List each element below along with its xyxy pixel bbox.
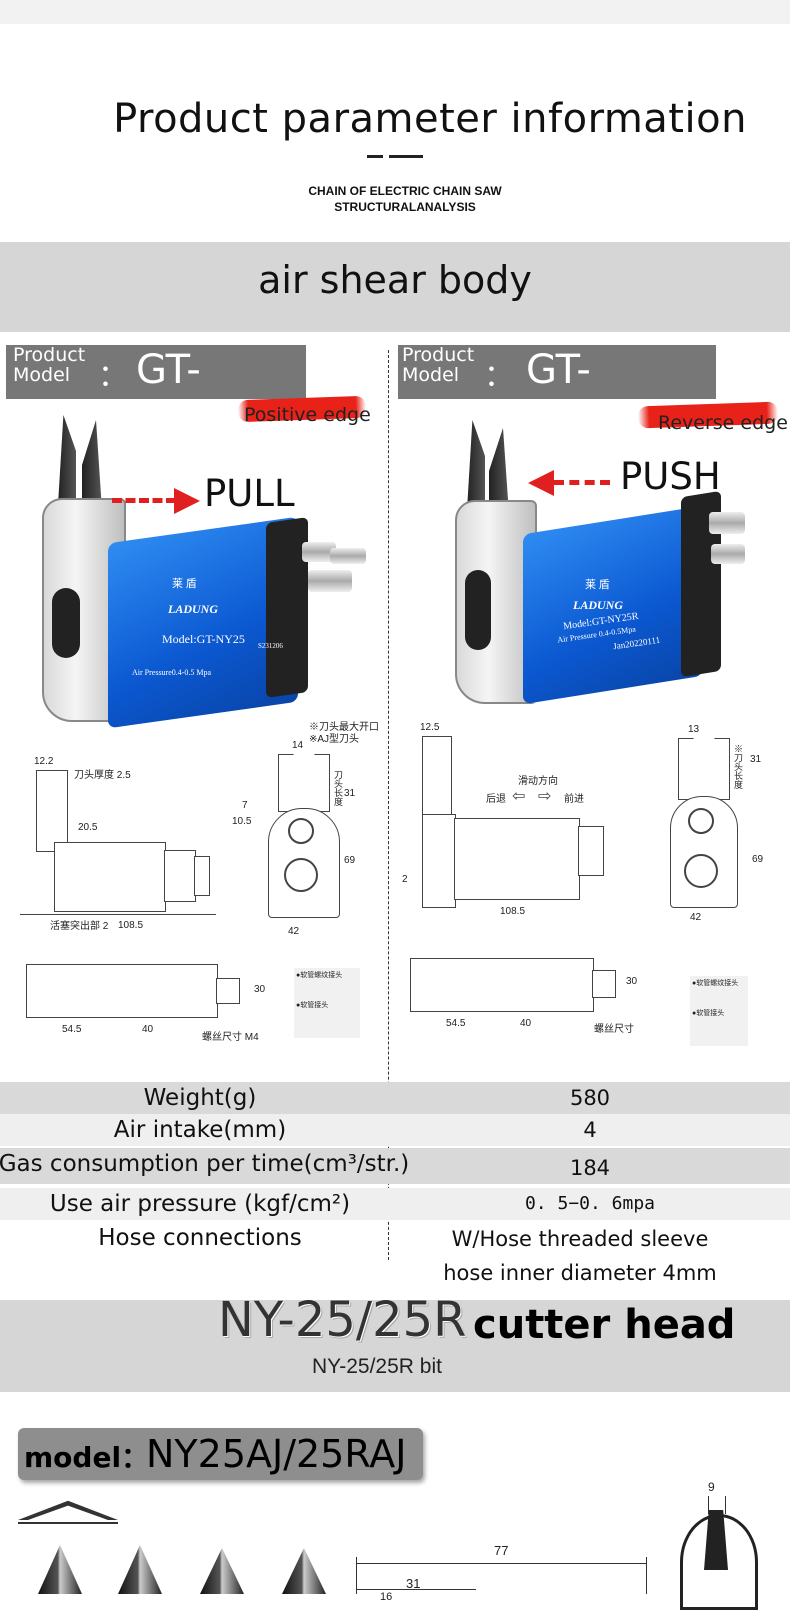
right-brand: LADUNG	[573, 598, 623, 612]
top-strip	[0, 0, 790, 24]
right-top-drawing: 30 54.5 40 螺丝尺寸	[408, 954, 668, 1035]
back-arrow-icon: ⇦	[512, 786, 526, 805]
spec-label: Gas consumption per time(cm³/str.)	[0, 1151, 410, 1177]
right-hose-legend: ●软管螺纹接头 ●软管接头	[690, 976, 748, 1046]
right-front-drawing: 13 31 69 42 ※刀头长度	[668, 724, 778, 939]
left-top-drawing: 30 54.5 40 螺丝尺寸 M4	[22, 960, 282, 1043]
right-tool-image: 莱 盾 LADUNG Model:GT-NY25R Air Pressure 0…	[445, 420, 745, 720]
right-arrow-icon	[174, 488, 200, 514]
left-hose-legend: ●软管螺纹接头 ●软管接头	[294, 968, 360, 1038]
spec-label: Hose connections	[98, 1225, 302, 1251]
left-tool-image: 莱 盾 LADUNG Model:GT-NY25 Air Pressure0.4…	[40, 410, 380, 740]
section-band-cutter-head	[0, 1300, 790, 1392]
right-edge-label: Reverse edge	[658, 412, 788, 434]
section-band-air-shear	[0, 242, 790, 332]
left-model-value: GT-NY25	[136, 347, 242, 439]
bit-model-value: NY25AJ/25RAJ	[146, 1432, 407, 1476]
bit-blade-2	[118, 1545, 162, 1594]
page-title: Product parameter information	[113, 96, 747, 142]
bit-blade-3	[200, 1548, 244, 1594]
right-direction-label: PUSH	[620, 455, 721, 498]
spec-value: 184	[569, 1156, 611, 1180]
spec-label: Use air pressure (kgf/cm²)	[49, 1191, 351, 1217]
left-arrow-line	[112, 498, 176, 507]
bit-front-drawing: 9	[680, 1480, 780, 1610]
spec-label: Air intake(mm)	[113, 1117, 287, 1143]
cutter-head-model-title: NY-25/25R	[218, 1292, 467, 1348]
table-row: Weight(g) 580	[0, 1082, 790, 1114]
page-subtitle: CHAIN OF ELECTRIC CHAIN SAW STRUCTURALAN…	[308, 184, 502, 214]
spec-value: W/Hose threaded sleeve hose inner diamet…	[443, 1227, 717, 1285]
left-arrow-icon	[528, 470, 554, 496]
spec-value: 0. 5−0. 6mpa	[524, 1193, 656, 1214]
table-row: Gas consumption per time(cm³/str.) 184	[0, 1148, 790, 1184]
left-blade-2	[82, 420, 102, 510]
left-direction-label: PULL	[204, 472, 295, 515]
right-arrow-line	[554, 480, 610, 489]
cutter-head-subtitle: NY-25/25R bit	[312, 1355, 442, 1378]
left-blade-1	[58, 415, 76, 505]
bit-model-tag: model： NY25AJ/25RAJ	[18, 1428, 423, 1480]
bit-blade-1	[38, 1545, 82, 1594]
left-edge-label: Positive edge	[244, 404, 371, 426]
left-side-drawing: 12.2 刀头厚度 2.5 20.5 活塞突出部 2 108.5	[14, 752, 234, 937]
table-row: Hose connections W/Hose threaded sleeve …	[0, 1222, 790, 1286]
section-title-air-shear: air shear body	[258, 258, 532, 302]
spec-value: 4	[583, 1118, 597, 1142]
left-front-drawing: 14 31 7 10.5 69 42 刀头长度	[232, 740, 356, 937]
left-brand: LADUNG	[168, 602, 218, 616]
column-divider	[388, 350, 389, 1260]
title-dashes	[367, 155, 429, 174]
table-row: Use air pressure (kgf/cm²) 0. 5−0. 6mpa	[0, 1188, 790, 1220]
bit-dimension-drawing: 77 31 16	[356, 1543, 656, 1603]
bit-blade-4	[282, 1548, 326, 1594]
forward-arrow-icon: ⇨	[538, 786, 552, 805]
spec-label: Weight(g)	[143, 1085, 257, 1111]
right-side-drawing: 12.5 滑动方向 后退 ⇦ ⇨ 前进 2 108.5	[400, 722, 640, 937]
cutter-head-title: cutter head	[473, 1302, 736, 1348]
right-model-value: GT-NY25R	[526, 347, 660, 439]
spec-value: 580	[569, 1086, 611, 1110]
bit-profile-drawing	[18, 1496, 118, 1524]
table-row: Air intake(mm) 4	[0, 1114, 790, 1146]
